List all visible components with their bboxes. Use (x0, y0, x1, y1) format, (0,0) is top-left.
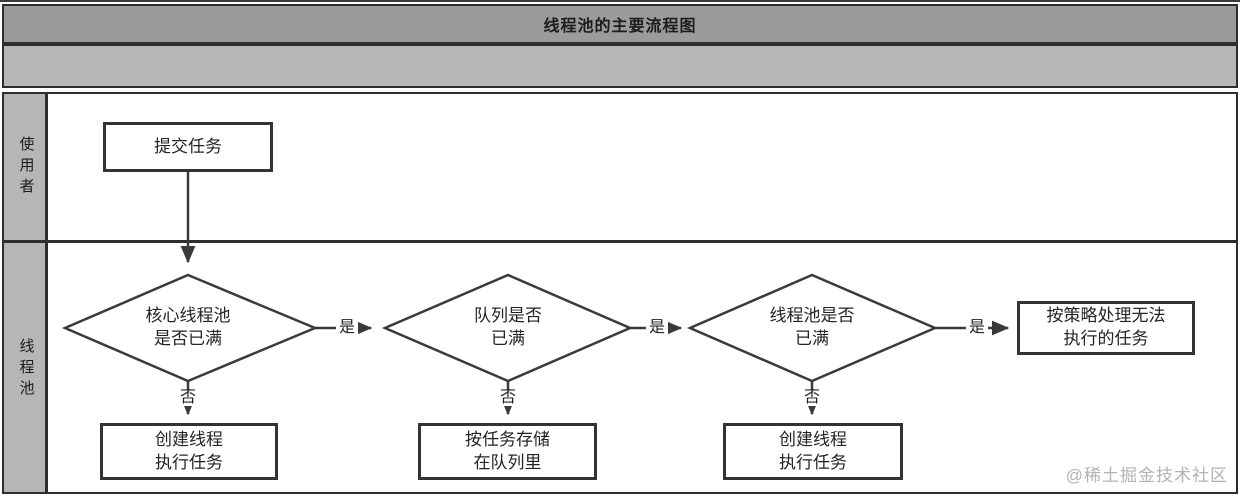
edge-label-yes-3: 是 (965, 320, 989, 336)
edge-label-yes-2: 是 (645, 320, 669, 336)
watermark: @稀土掘金技术社区 (1065, 466, 1228, 485)
diagram-title: 线程池的主要流程图 (543, 18, 697, 35)
node-reject-policy: 按策略处理无法 执行的任务 (1017, 301, 1195, 355)
node-create-thread-2: 创建线程 执行任务 (723, 423, 903, 480)
node-submit-task: 提交任务 (103, 122, 273, 172)
node-create-thread-1: 创建线程 执行任务 (100, 423, 278, 480)
edge-label-no-2: 否 (496, 390, 520, 406)
top-border-line (0, 0, 1240, 2)
lane-label-user: 使用者 (17, 135, 35, 199)
lane-label-pool: 线程池 (17, 338, 35, 401)
lane-divider (4, 240, 1236, 243)
diagram-subtitle-bar (2, 44, 1238, 88)
edge-label-no-3: 否 (800, 390, 824, 406)
node-store-in-queue: 按任务存储 在队列里 (418, 423, 597, 480)
lane-label-column (4, 94, 48, 492)
edge-label-yes-1: 是 (335, 320, 359, 336)
edge-label-no-1: 否 (176, 390, 200, 406)
diagram-title-bar: 线程池的主要流程图 (2, 4, 1238, 44)
